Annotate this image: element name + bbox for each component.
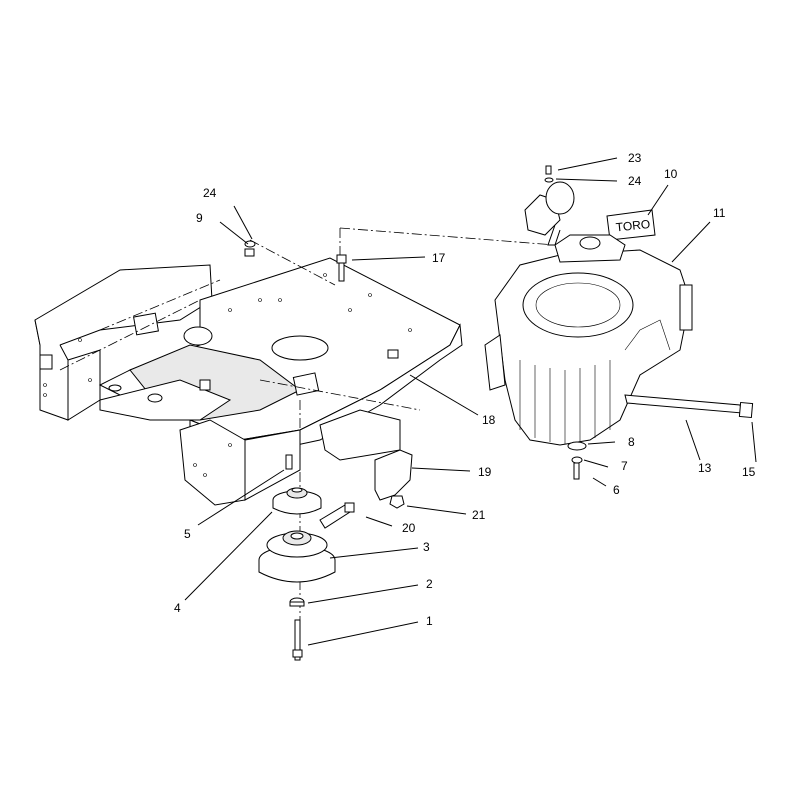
callout-17: 17 — [432, 251, 446, 265]
callout-19: 19 — [478, 465, 492, 479]
callout-4: 4 — [174, 601, 181, 615]
pulley-4 — [272, 487, 322, 515]
callout-21: 21 — [472, 508, 486, 522]
callout-10: 10 — [664, 167, 678, 181]
key-5 — [285, 454, 293, 470]
mount-hardware-6-7-8 — [567, 441, 587, 480]
decal-10: TORO — [606, 209, 656, 241]
bolt-1 — [292, 619, 303, 661]
bracket-19 — [374, 449, 413, 501]
engine-11 — [484, 234, 693, 446]
callout-24-right: 24 — [628, 174, 642, 188]
dipstick-tube-13-15 — [624, 394, 754, 419]
callout-3: 3 — [423, 540, 430, 554]
callout-9: 9 — [196, 211, 203, 225]
nut-washer-9-24 — [244, 240, 256, 257]
clutch-3 — [258, 504, 351, 583]
callout-18: 18 — [482, 413, 496, 427]
callout-2: 2 — [426, 577, 433, 591]
chassis-frame — [34, 227, 556, 660]
screw-washer-23-24 — [544, 165, 554, 183]
washer-2 — [289, 597, 305, 607]
connector-20 — [344, 502, 355, 513]
callout-11: 11 — [713, 206, 726, 220]
callout-15: 15 — [742, 465, 756, 479]
callout-13: 13 — [698, 461, 712, 475]
bolt-17 — [336, 254, 347, 282]
callout-8: 8 — [628, 435, 635, 449]
callout-1: 1 — [426, 614, 433, 628]
leader-lines — [184, 157, 757, 646]
callout-labels: 1 2 3 4 5 6 7 8 9 24 10 11 13 15 17 18 1… — [174, 151, 756, 628]
nut-21 — [389, 495, 405, 509]
callout-6: 6 — [613, 483, 620, 497]
callout-20: 20 — [402, 521, 416, 535]
callout-5: 5 — [184, 527, 191, 541]
decal-text: TORO — [615, 217, 651, 235]
solenoid-bracket-10 — [524, 181, 575, 246]
callout-7: 7 — [621, 459, 628, 473]
callout-24-left: 24 — [203, 186, 217, 200]
callout-23: 23 — [628, 151, 642, 165]
